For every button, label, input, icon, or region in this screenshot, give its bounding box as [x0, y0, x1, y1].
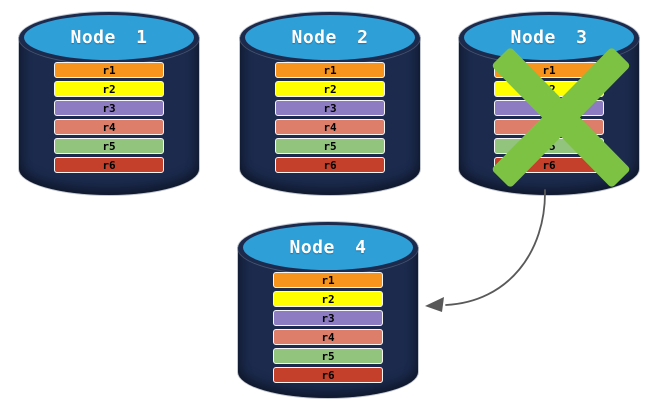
replica-label: r3	[321, 311, 335, 325]
replica-row: r5	[275, 138, 385, 154]
arrowhead-icon	[425, 297, 444, 312]
replica-label: r3	[323, 101, 337, 115]
replica-label: r2	[323, 82, 337, 96]
node-2: Node 2 r1 r2 r3 r4 r5 r6	[240, 12, 420, 195]
node-4: Node 4 r1 r2 r3 r4 r5 r6	[238, 222, 418, 398]
replica-label: r1	[542, 63, 556, 77]
replica-label: r5	[102, 139, 116, 153]
replica-row: r1	[273, 272, 383, 288]
arrow-curve	[445, 189, 546, 306]
replica-row: r5	[54, 138, 164, 154]
node-1: Node 1 r1 r2 r3 r4 r5 r6	[19, 12, 199, 195]
replica-label: r4	[102, 120, 116, 134]
replica-row: r6	[54, 157, 164, 173]
replica-row: r4	[275, 119, 385, 135]
node-title: Node 2	[291, 27, 369, 48]
replica-label: r2	[102, 82, 116, 96]
replica-label: r1	[323, 63, 337, 77]
replica-row: r6	[275, 157, 385, 173]
replica-row: r3	[273, 310, 383, 326]
node-title: Node 4	[289, 237, 367, 258]
replica-row: r4	[273, 329, 383, 345]
replica-label: r6	[102, 158, 116, 172]
replica-list: r1 r2 r3 r4 r5 r6	[275, 62, 385, 176]
replica-label: r1	[321, 273, 335, 287]
replica-row: r1	[54, 62, 164, 78]
cylinder-top: Node 4	[243, 225, 413, 270]
replica-row: r5	[273, 348, 383, 364]
replica-label: r6	[323, 158, 337, 172]
replica-list: r1 r2 r3 r4 r5 r6	[273, 272, 383, 386]
replica-label: r5	[323, 139, 337, 153]
failure-x-icon	[491, 46, 631, 189]
replica-label: r4	[323, 120, 337, 134]
replica-label: r1	[102, 63, 116, 77]
replica-label: r6	[321, 368, 335, 382]
replica-list: r1 r2 r3 r4 r5 r6	[54, 62, 164, 176]
replica-row: r2	[54, 81, 164, 97]
cylinder-top: Node 1	[24, 15, 194, 60]
replica-row: r6	[273, 367, 383, 383]
replica-label: r4	[321, 330, 335, 344]
replica-row: r1	[275, 62, 385, 78]
node-title: Node 3	[510, 27, 588, 48]
replica-row: r4	[54, 119, 164, 135]
replica-label: r6	[542, 158, 556, 172]
replica-row: r2	[273, 291, 383, 307]
node-title: Node 1	[70, 27, 148, 48]
replica-row: r2	[275, 81, 385, 97]
node-3: Node 3 r1 r2 r3 r4 r5 r6	[459, 12, 639, 195]
replica-label: r2	[321, 292, 335, 306]
replica-row: r3	[275, 100, 385, 116]
replica-row: r3	[54, 100, 164, 116]
cylinder-top: Node 2	[245, 15, 415, 60]
replica-label: r5	[321, 349, 335, 363]
replica-label: r3	[102, 101, 116, 115]
